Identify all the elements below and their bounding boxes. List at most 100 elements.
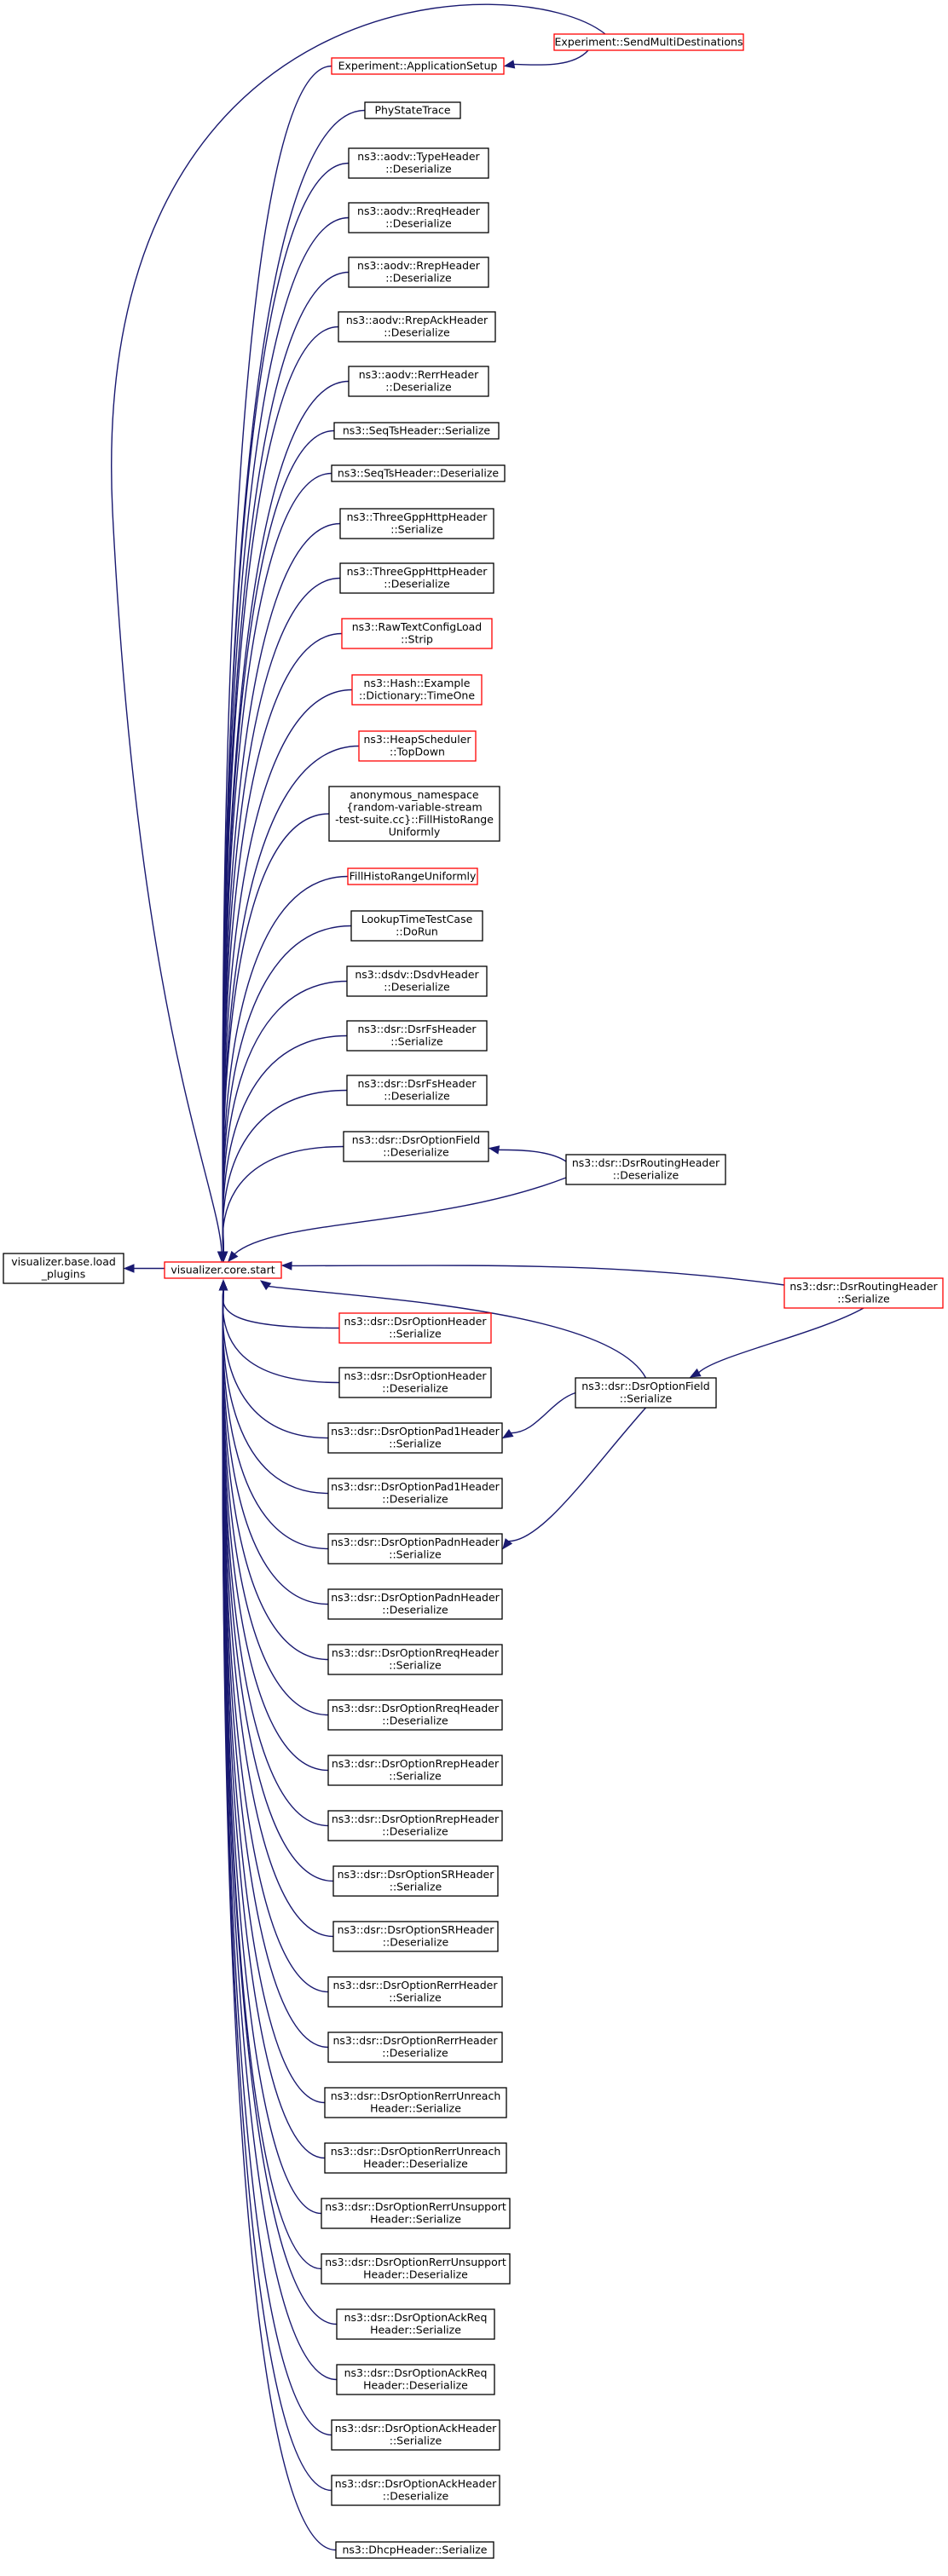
caller-node[interactable]: ns3::dsr::DsrOptionRrepHeader::Serialize — [327, 1755, 503, 1786]
caller-node[interactable]: Experiment::ApplicationSetup — [331, 57, 505, 75]
caller-node[interactable]: anonymous_namespace{random-variable-stre… — [328, 786, 500, 842]
caller-node-box[interactable] — [328, 786, 500, 842]
caller-node[interactable]: ns3::dsr::DsrOptionRerrUnsupportHeader::… — [321, 2253, 511, 2285]
root-node-box[interactable] — [3, 1253, 124, 1284]
caller-node-box[interactable] — [338, 311, 496, 343]
caller-node[interactable]: ns3::dsr::DsrFsHeader::Serialize — [346, 1020, 488, 1052]
caller-node[interactable]: ns3::SeqTsHeader::Serialize — [333, 422, 500, 440]
caller-node-box[interactable] — [346, 1075, 488, 1106]
caller-node[interactable]: ns3::aodv::RreqHeader::Deserialize — [348, 202, 489, 233]
caller-node-box[interactable] — [339, 562, 494, 594]
caller-node-box[interactable] — [331, 464, 506, 482]
caller-node[interactable]: ns3::dsr::DsrOptionRerrHeader::Serialize — [327, 1976, 503, 2008]
caller-node[interactable]: ns3::dsr::DsrOptionSRHeader::Deserialize — [332, 1921, 499, 1952]
caller-node[interactable]: ns3::dsr::DsrOptionPad1Header::Deseriali… — [327, 1478, 503, 1509]
caller-node-box[interactable] — [332, 1921, 499, 1952]
caller-node-box[interactable] — [351, 674, 483, 706]
caller-node-box[interactable] — [348, 256, 489, 288]
caller-node[interactable]: ns3::dsr::DsrOptionRerrUnsupportHeader::… — [321, 2198, 511, 2229]
caller-node[interactable]: ns3::aodv::RrepHeader::Deserialize — [348, 256, 489, 288]
secondary-caller-node-box[interactable] — [553, 33, 744, 51]
caller-node-box[interactable] — [331, 2475, 500, 2506]
caller-node[interactable]: ns3::aodv::RerrHeader::Deserialize — [348, 366, 489, 397]
caller-node-box[interactable] — [324, 2087, 507, 2118]
caller-node-box[interactable] — [327, 1422, 503, 1454]
secondary-caller-node-box[interactable] — [783, 1277, 944, 1309]
caller-node[interactable]: ns3::RawTextConfigLoad::Strip — [341, 618, 493, 649]
caller-node-box[interactable] — [358, 730, 477, 762]
caller-node[interactable]: ns3::ThreeGppHttpHeader::Deserialize — [339, 562, 494, 594]
caller-node[interactable]: FillHistoRangeUniformly — [347, 867, 478, 885]
secondary-caller-node-box[interactable] — [565, 1154, 726, 1185]
caller-node[interactable]: ns3::dsr::DsrOptionRrepHeader::Deseriali… — [327, 1810, 503, 1841]
caller-node-box[interactable] — [321, 2253, 511, 2285]
caller-node[interactable]: ns3::dsr::DsrOptionAckReqHeader::Deseria… — [336, 2364, 495, 2395]
caller-node-box[interactable] — [333, 422, 500, 440]
caller-node-box[interactable] — [331, 2419, 500, 2451]
caller-node-box[interactable] — [350, 910, 483, 942]
caller-node[interactable]: ns3::SeqTsHeader::Deserialize — [331, 464, 506, 482]
root-node[interactable]: visualizer.base.load_plugins — [3, 1253, 124, 1284]
caller-node[interactable]: PhyStateTrace — [364, 101, 461, 119]
caller-node-box[interactable] — [348, 366, 489, 397]
caller-node[interactable]: ns3::dsr::DsrOptionRerrUnreachHeader::Se… — [324, 2087, 507, 2118]
caller-node[interactable]: ns3::dsr::DsrOptionHeader::Deserialize — [338, 1367, 492, 1398]
caller-node[interactable]: ns3::dsr::DsrOptionRreqHeader::Serialize — [327, 1644, 503, 1675]
secondary-caller-node[interactable]: ns3::dsr::DsrRoutingHeader::Serialize — [783, 1277, 944, 1309]
caller-node[interactable]: ns3::dsr::DsrOptionPadnHeader::Deseriali… — [327, 1588, 503, 1620]
secondary-caller-node[interactable]: Experiment::SendMultiDestinations — [553, 33, 744, 51]
caller-node-box[interactable] — [338, 1312, 492, 1344]
caller-node-box[interactable] — [327, 1699, 503, 1731]
caller-node[interactable]: ns3::aodv::RrepAckHeader::Deserialize — [338, 311, 496, 343]
caller-node-box[interactable] — [364, 101, 461, 119]
caller-node[interactable]: ns3::dsr::DsrOptionRerrHeader::Deseriali… — [327, 2031, 503, 2063]
caller-node[interactable]: ns3::DhcpHeader::Serialize — [335, 2541, 494, 2559]
caller-node-box[interactable] — [327, 1976, 503, 2008]
caller-node-box[interactable] — [327, 1644, 503, 1675]
caller-node[interactable]: ns3::dsr::DsrOptionAckHeader::Deserializ… — [331, 2475, 500, 2506]
caller-node[interactable]: ns3::dsr::DsrOptionField::Deserialize — [343, 1131, 489, 1162]
caller-node-box[interactable] — [348, 147, 489, 179]
caller-node[interactable]: ns3::ThreeGppHttpHeader::Serialize — [339, 508, 494, 539]
caller-node-box[interactable] — [336, 2308, 495, 2340]
caller-node-box[interactable] — [335, 2541, 494, 2559]
caller-node[interactable]: ns3::dsr::DsrOptionRreqHeader::Deseriali… — [327, 1699, 503, 1731]
caller-node[interactable]: ns3::aodv::TypeHeader::Deserialize — [348, 147, 489, 179]
caller-node-box[interactable] — [343, 1131, 489, 1162]
caller-node[interactable]: ns3::dsr::DsrOptionRerrUnreachHeader::De… — [324, 2142, 507, 2174]
caller-node-box[interactable] — [327, 2031, 503, 2063]
caller-node[interactable]: ns3::HeapScheduler::TopDown — [358, 730, 477, 762]
caller-node-box[interactable] — [348, 202, 489, 233]
caller-node[interactable]: LookupTimeTestCase::DoRun — [350, 910, 483, 942]
caller-node-box[interactable] — [327, 1533, 503, 1565]
caller-node-box[interactable] — [327, 1478, 503, 1509]
caller-node-box[interactable] — [324, 2142, 507, 2174]
secondary-caller-node[interactable]: ns3::dsr::DsrRoutingHeader::Deserialize — [565, 1154, 726, 1185]
caller-node[interactable]: ns3::dsr::DsrOptionSRHeader::Serialize — [332, 1865, 499, 1897]
caller-node-box[interactable] — [321, 2198, 511, 2229]
caller-node-box[interactable] — [332, 1865, 499, 1897]
caller-node[interactable]: ns3::dsr::DsrOptionHeader::Serialize — [338, 1312, 492, 1344]
caller-node-box[interactable] — [347, 867, 478, 885]
center-node-box[interactable] — [164, 1261, 282, 1279]
caller-node-box[interactable] — [341, 618, 493, 649]
caller-node[interactable]: ns3::Hash::Example::Dictionary::TimeOne — [351, 674, 483, 706]
caller-node-box[interactable] — [336, 2364, 495, 2395]
secondary-caller-node[interactable]: ns3::dsr::DsrOptionField::Serialize — [575, 1377, 717, 1409]
caller-node[interactable]: ns3::dsr::DsrOptionPad1Header::Serialize — [327, 1422, 503, 1454]
caller-node-box[interactable] — [327, 1810, 503, 1841]
caller-node-box[interactable] — [339, 508, 494, 539]
caller-node[interactable]: ns3::dsr::DsrOptionPadnHeader::Serialize — [327, 1533, 503, 1565]
caller-node-box[interactable] — [327, 1755, 503, 1786]
caller-node[interactable]: ns3::dsr::DsrOptionAckHeader::Serialize — [331, 2419, 500, 2451]
caller-node[interactable]: ns3::dsr::DsrFsHeader::Deserialize — [346, 1075, 488, 1106]
caller-node[interactable]: ns3::dsr::DsrOptionAckReqHeader::Seriali… — [336, 2308, 495, 2340]
secondary-caller-node-box[interactable] — [575, 1377, 717, 1409]
caller-node-box[interactable] — [346, 965, 488, 997]
caller-node[interactable]: ns3::dsdv::DsdvHeader::Deserialize — [346, 965, 488, 997]
caller-node-box[interactable] — [338, 1367, 492, 1398]
caller-node-box[interactable] — [327, 1588, 503, 1620]
caller-node-box[interactable] — [331, 57, 505, 75]
caller-node-box[interactable] — [346, 1020, 488, 1052]
center-node[interactable]: visualizer.core.start — [164, 1261, 282, 1279]
